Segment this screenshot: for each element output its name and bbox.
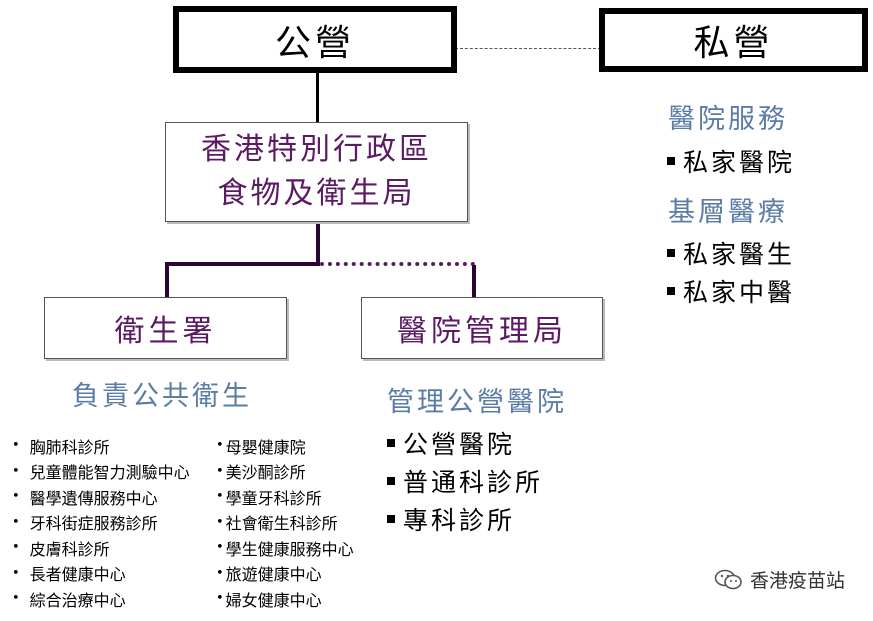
list-item: 私家中醫 (667, 272, 795, 310)
public-health-heading: 負責公共衛生 (72, 381, 252, 412)
list-item: 旅遊健康中心 (216, 561, 354, 587)
list-item: 牙科街症服務診所 (12, 510, 190, 536)
connector-health-dept (165, 262, 169, 297)
list-item: 長者健康中心 (12, 561, 190, 587)
food-health-bureau-box: 香港特別行政區 食物及衛生局 (165, 122, 468, 222)
hospital-authority-label: 醫院管理局 (397, 314, 567, 349)
manage-public-hospitals-heading: 管理公營醫院 (387, 387, 567, 418)
list-item: 普通科診所 (387, 462, 543, 500)
private-sector-label: 私營 (693, 23, 774, 64)
list-item: 兒童體能智力測驗中心 (12, 459, 190, 485)
department-of-health-label: 衛生署 (114, 314, 217, 349)
wechat-icon (714, 569, 742, 589)
private-sector-box: 私營 (599, 8, 868, 72)
private-hospital-list: 私家醫院 (667, 142, 795, 180)
connector-branch-left (167, 262, 320, 266)
list-item: 婦女健康中心 (216, 586, 354, 612)
list-item: 美沙酮診所 (216, 459, 354, 485)
connector-hospital-authority (472, 265, 476, 297)
health-dept-clinics-col1: 胸肺科診所 兒童體能智力測驗中心 醫學遺傳服務中心 牙科街症服務診所 皮膚科診所… (12, 433, 190, 612)
hospital-authority-services-list: 公營醫院 普通科診所 專科診所 (387, 424, 543, 538)
list-item: 學生健康服務中心 (216, 535, 354, 561)
hospital-authority-box: 醫院管理局 (361, 297, 603, 359)
connector-public-bureau (316, 72, 319, 122)
public-private-dashed-link (455, 48, 601, 49)
watermark-text: 香港疫苗站 (749, 570, 845, 592)
public-sector-label: 公營 (274, 22, 355, 64)
bureau-name-line2: 食物及衛生局 (217, 176, 416, 211)
list-item: 母嬰健康院 (216, 433, 354, 459)
public-sector-box: 公營 (173, 6, 457, 73)
list-item: 社會衛生科診所 (216, 510, 354, 536)
list-item: 胸肺科診所 (12, 433, 190, 459)
primary-care-list: 私家醫生 私家中醫 (667, 234, 795, 310)
list-item: 私家醫生 (667, 234, 795, 272)
list-item: 專科診所 (387, 500, 543, 538)
list-item: 皮膚科診所 (12, 535, 190, 561)
primary-care-heading: 基層醫療 (668, 197, 788, 228)
list-item: 學童牙科診所 (216, 484, 354, 510)
list-item: 私家醫院 (667, 142, 795, 180)
connector-bureau-down (316, 221, 320, 265)
health-dept-clinics-col2: 母嬰健康院 美沙酮診所 學童牙科診所 社會衛生科診所 學生健康服務中心 旅遊健康… (216, 433, 354, 612)
connector-branch-right-dotted (320, 262, 475, 266)
list-item: 公營醫院 (387, 424, 543, 462)
bureau-name-line1: 香港特別行政區 (201, 132, 432, 167)
department-of-health-box: 衛生署 (44, 297, 287, 359)
watermark: 香港疫苗站 (714, 566, 845, 593)
private-hospital-heading: 醫院服務 (668, 104, 788, 135)
list-item: 綜合治療中心 (12, 586, 190, 612)
list-item: 醫學遺傳服務中心 (12, 484, 190, 510)
